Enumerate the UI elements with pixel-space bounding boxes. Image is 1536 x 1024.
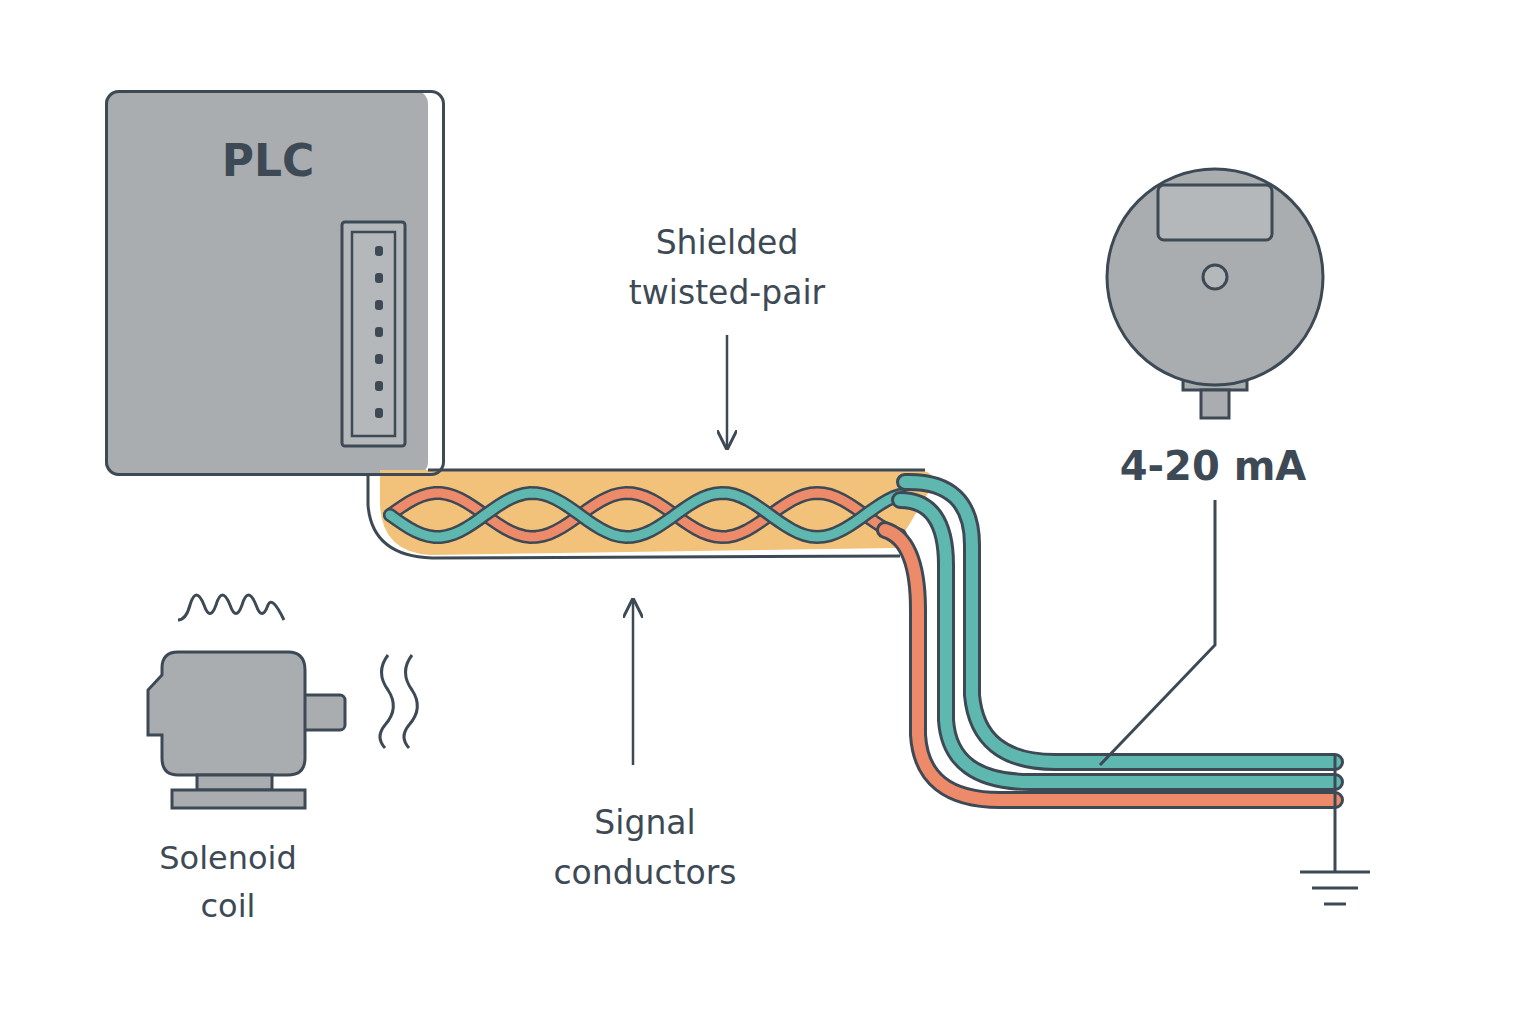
ground-symbol [1300, 755, 1370, 904]
terminal-pin [375, 327, 383, 337]
signal-wire [390, 493, 900, 537]
plc-body [105, 90, 428, 476]
plc-box: PLC [105, 90, 445, 476]
field-wires [885, 482, 1335, 800]
signal-range-label: 4-20 mA [1083, 436, 1343, 496]
terminal-pin [375, 354, 383, 364]
terminal-pin [375, 300, 383, 310]
solenoid-label: Solenoid coil [133, 834, 323, 930]
cable-outline [368, 476, 900, 558]
signal-wire [390, 493, 900, 537]
terminal-pin [375, 273, 383, 283]
terminal-pin [375, 246, 383, 256]
signal-wire [390, 493, 900, 537]
conductor-label: Signal conductors [525, 798, 765, 897]
leader-arrow [632, 600, 635, 765]
leader-arrow [726, 335, 729, 448]
signal-wire [390, 493, 900, 537]
pressure-transmitter [1107, 169, 1323, 418]
terminal-pin [375, 381, 383, 391]
twisted-pair [390, 493, 900, 537]
terminal-strip [342, 222, 405, 446]
cable-label: Shielded twisted-pair [602, 218, 852, 317]
cable-outline [428, 469, 925, 472]
leader-line [1100, 500, 1215, 765]
node-title: PLC [108, 135, 428, 186]
terminal-pin [375, 408, 383, 418]
cable-shield [380, 470, 933, 555]
solenoid-coil-icon [148, 595, 417, 808]
